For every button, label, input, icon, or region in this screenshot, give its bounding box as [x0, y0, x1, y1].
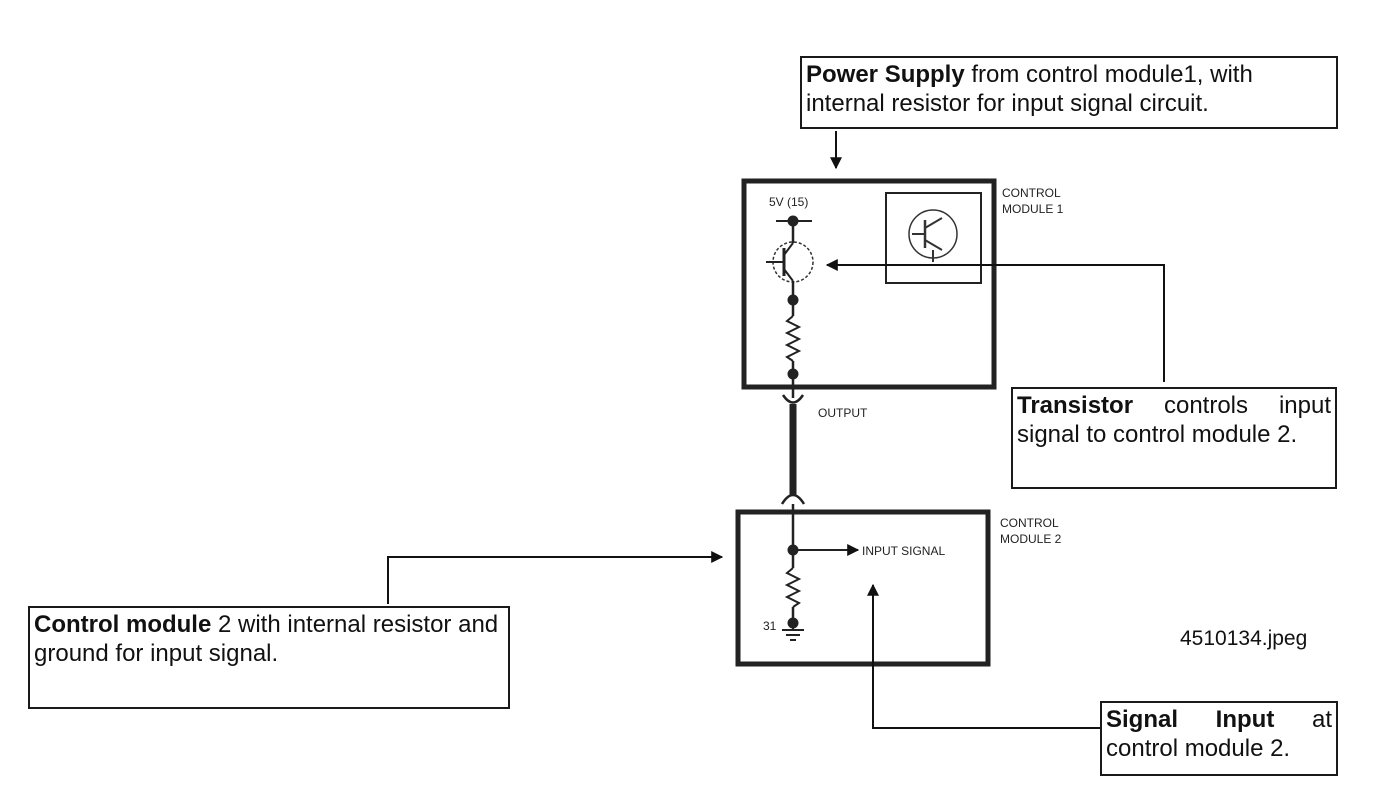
- control-module-2-box: [735, 509, 991, 667]
- callout-transistor-text: controls input signal to control module …: [1017, 392, 1331, 448]
- output-label: OUTPUT: [818, 406, 868, 420]
- control-module-1-box: [741, 178, 997, 390]
- transistor-subbox: [885, 192, 982, 284]
- callout-control-module-2-text: 2 with internal resistor and ground for …: [34, 611, 499, 667]
- leader-transistor: [825, 259, 1165, 382]
- image-filename: 4510134.jpeg: [1180, 627, 1308, 650]
- inner-transistor-symbol: [908, 209, 958, 262]
- callout-power-supply: Power Supply from control module1, with …: [800, 56, 1338, 129]
- main-transistor-symbol: [766, 241, 814, 283]
- callout-power-supply-bold: Power Supply: [806, 61, 965, 88]
- callout-power-supply-text: from control module1, with internal resi…: [806, 61, 1253, 117]
- leader-control-module-2: [387, 551, 724, 604]
- callout-control-module-2-bold: Control module: [34, 611, 212, 638]
- callout-signal-input: Signal Input at control module 2.: [1100, 701, 1338, 776]
- callout-transistor: Transistor controls input signal to cont…: [1011, 387, 1337, 489]
- control-module-1-label-line1: CONTROL: [1002, 186, 1061, 200]
- leader-signal-input: [867, 583, 1102, 729]
- resistor-1: [784, 315, 802, 362]
- connector-top: [781, 394, 805, 404]
- callout-signal-input-text: at control module 2.: [1106, 706, 1332, 762]
- ground-icon: [782, 623, 804, 641]
- control-module-2-label-line1: CONTROL: [1000, 516, 1059, 530]
- callout-transistor-bold: Transistor: [1017, 392, 1134, 419]
- supply-voltage-label: 5V (15): [769, 195, 808, 209]
- callout-signal-input-bold: Signal Input: [1106, 706, 1275, 733]
- connector-bottom: [780, 493, 806, 505]
- resistor-2: [784, 567, 802, 608]
- ground-terminal-label: 31: [763, 619, 777, 633]
- control-module-2-label-line2: MODULE 2: [1000, 532, 1062, 546]
- control-module-1-label-line2: MODULE 1: [1002, 202, 1064, 216]
- input-signal-label: INPUT SIGNAL: [862, 544, 945, 558]
- callout-control-module-2: Control module 2 with internal resistor …: [28, 606, 510, 709]
